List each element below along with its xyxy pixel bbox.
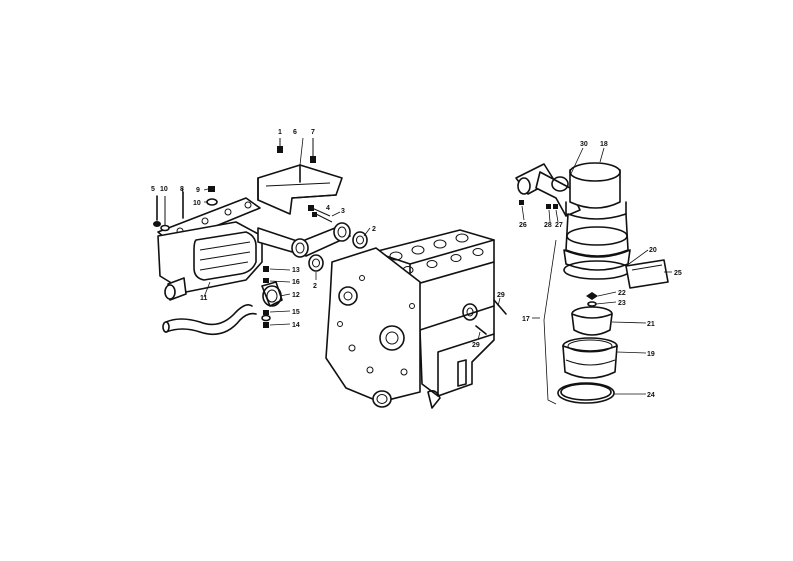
callout-13: 13 [292,267,300,274]
callout-11: 11 [200,295,208,302]
callout-2a: 2 [372,226,376,233]
muffler-tailpipe [164,277,187,301]
engine-stud-29 [475,299,507,335]
flange-gasket-lower [308,254,324,272]
callout-23: 23 [618,300,626,307]
assembly-bracket-17 [532,239,557,405]
callout-29a: 29 [497,292,505,299]
air-cleaner-body [563,213,631,280]
callout-3: 3 [341,208,345,215]
fastener-bolt-7 [310,138,316,163]
callout-18: 18 [600,141,608,148]
hose-clamp-assembly [261,281,283,307]
callout-17: 17 [522,316,530,323]
callout-12: 12 [292,292,300,299]
callout-22: 22 [618,290,626,297]
callout-labels: 1 6 7 5 10 8 9 10 4 3 2 2 13 16 12 15 11… [151,129,682,399]
callout-4: 4 [326,205,330,212]
air-cleaner-bolts-26-27 [519,200,558,209]
callout-28: 28 [544,222,552,229]
exhaust-pipe [257,222,351,258]
air-cleaner-cap [565,162,627,221]
fastener-stack-13-14 [261,266,271,328]
engine-front-plate [325,247,421,403]
flange-gasket-upper [352,231,368,249]
callout-26a: 26 [519,222,527,229]
breather-hose [162,304,257,336]
callout-9: 9 [196,187,200,194]
fastener-bolt-1 [277,138,283,153]
engine-crankcase [409,261,495,409]
callout-6: 6 [293,129,297,136]
engine-seal-ring [372,390,392,408]
callout-20: 20 [649,247,657,254]
callout-19: 19 [647,351,655,358]
callout-30: 30 [580,141,588,148]
callout-27: 27 [555,222,563,229]
bowl-gasket-ring [557,382,615,404]
oil-bowl [562,337,618,379]
muffler-body [157,221,263,293]
callout-1: 1 [278,129,282,136]
callout-7: 7 [311,129,315,136]
callout-10b: 10 [193,200,201,207]
callout-2b: 2 [313,283,317,290]
callout-25: 25 [674,270,682,277]
callout-29b: 29 [472,342,480,349]
fastener-washer-10b [206,198,218,206]
filter-element-cup [571,306,613,336]
exhaust-heat-shield [257,164,343,215]
leader-lines [181,137,672,395]
callout-16: 16 [292,279,300,286]
air-intake-elbow [515,163,581,217]
fastener-stud-5 [153,195,161,227]
callout-8: 8 [180,186,184,193]
fastener-bolts-3-4 [308,205,333,223]
fastener-nut-9 [208,186,215,192]
fastener-washer-10 [160,196,170,232]
callout-15: 15 [292,309,300,316]
callout-21: 21 [647,321,655,328]
callout-14: 14 [292,322,300,329]
mounting-band [625,259,669,289]
callout-10: 10 [160,186,168,193]
callout-5: 5 [151,186,155,193]
callout-24: 24 [647,392,655,399]
